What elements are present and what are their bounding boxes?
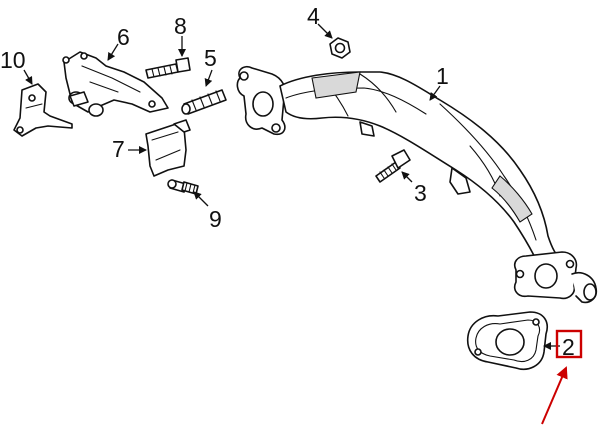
callout-1: 1: [436, 63, 449, 89]
callout-5: 5: [204, 45, 217, 71]
part-8-bolt: [145, 57, 191, 79]
callout-8: 8: [174, 13, 187, 39]
callout-9: 9: [209, 206, 222, 232]
part-10-bracket: [13, 83, 73, 137]
part-5-stud: [181, 89, 227, 115]
part-3-bolt: [375, 149, 411, 183]
callout-6: 6: [117, 24, 130, 50]
part-4-nut: [329, 37, 351, 59]
part-7-plate: [145, 119, 191, 177]
part-1-pipe: [236, 65, 598, 304]
callout-4: 4: [307, 3, 320, 29]
callout-3: 3: [414, 180, 427, 206]
part-2-gasket: [466, 311, 548, 370]
highlight-box: [555, 329, 583, 359]
leader-lines: [23, 23, 560, 350]
highlight-arrow: [541, 366, 568, 425]
part-9-bolt: [167, 179, 199, 195]
callout-10: 10: [0, 47, 26, 73]
callout-2: 2: [562, 334, 575, 360]
part-6-bracket: [62, 51, 169, 117]
callout-7: 7: [112, 136, 125, 162]
